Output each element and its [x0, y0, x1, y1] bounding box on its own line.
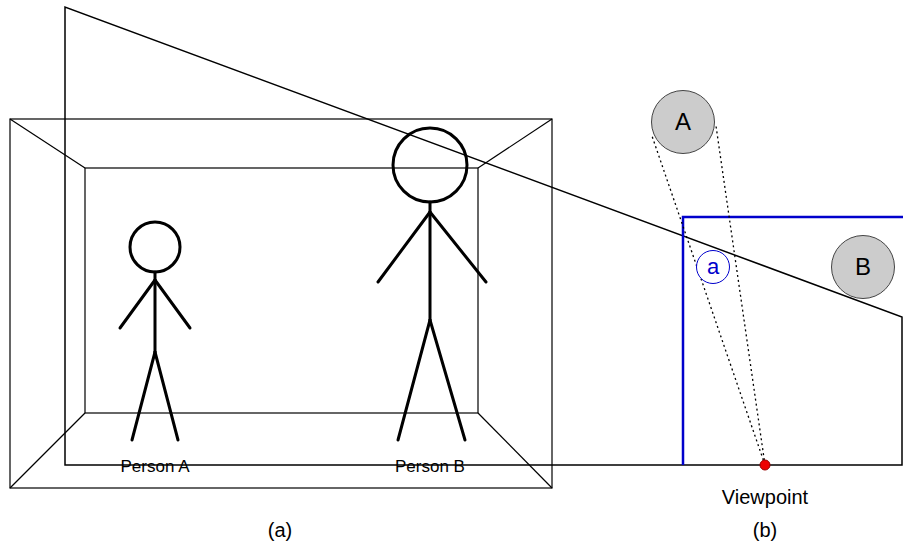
viewpoint-dot [760, 460, 770, 470]
figure-label: Person A [121, 458, 190, 475]
projection-circle: a [696, 250, 730, 284]
room-perspective [10, 119, 552, 488]
object-circle: A [651, 90, 715, 154]
stick-figure [120, 222, 190, 440]
stick-figure [378, 128, 486, 440]
sight-line [652, 126, 765, 465]
node-label: B [855, 255, 871, 279]
point-label: Viewpoint [722, 487, 808, 507]
panel-caption: (b) [753, 520, 777, 540]
node-label: a [707, 256, 719, 278]
node-label: A [675, 110, 691, 134]
figure-label: Person B [395, 458, 465, 475]
view-region [683, 217, 903, 465]
object-circle: B [831, 235, 895, 299]
panel-caption: (a) [268, 520, 292, 540]
room-outline [65, 7, 902, 465]
